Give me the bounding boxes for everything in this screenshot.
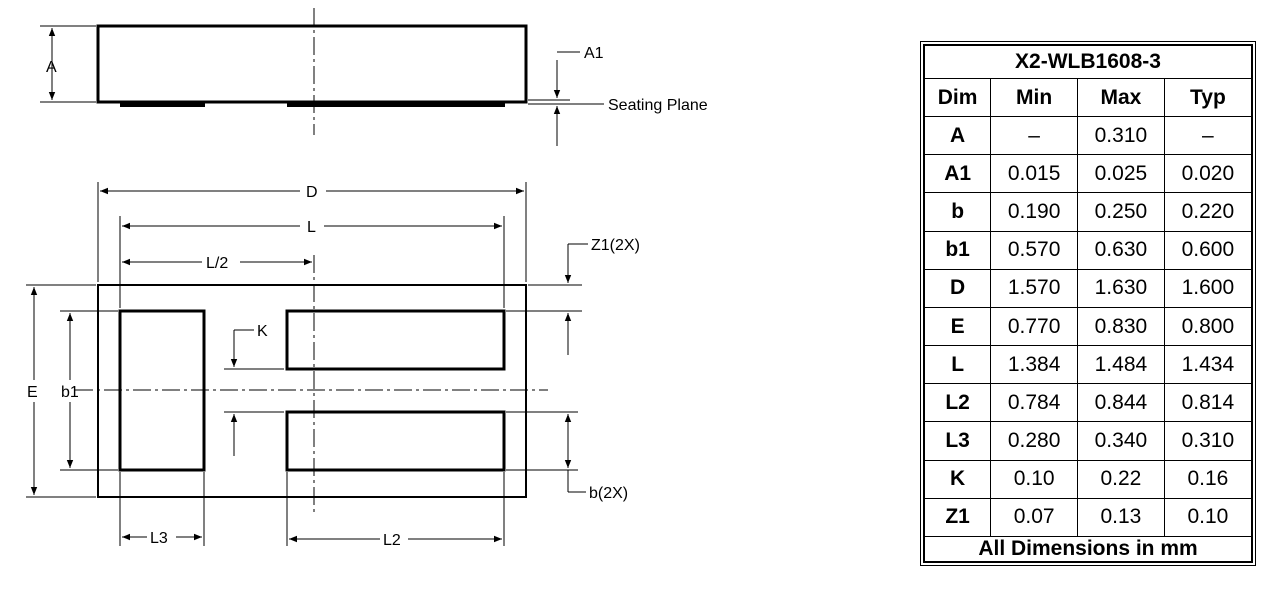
table-title: X2-WLB1608-3 [923, 44, 1253, 79]
label-A1: A1 [584, 45, 604, 62]
label-E: E [27, 384, 38, 401]
cell-typ: 0.16 [1163, 459, 1253, 499]
cell-dim: L [923, 345, 992, 385]
label-seating-plane: Seating Plane [608, 97, 708, 114]
cell-max: 0.310 [1077, 116, 1165, 156]
cell-min: 0.570 [990, 230, 1079, 270]
label-A: A [46, 59, 57, 76]
side-view-body [96, 24, 528, 104]
cell-max: 1.484 [1077, 345, 1165, 385]
cell-min: 0.190 [990, 192, 1079, 232]
cell-min: 0.015 [990, 154, 1079, 194]
label-Z1: Z1(2X) [591, 237, 640, 254]
package-drawing: A A1 Seating Plane [26, 8, 708, 549]
top-view-body [97, 284, 527, 498]
cell-dim: E [923, 306, 992, 347]
header-max: Max [1077, 77, 1165, 118]
header-dim: Dim [923, 77, 992, 118]
cell-min: – [990, 116, 1079, 156]
label-L: L [307, 219, 316, 236]
top-view [26, 182, 588, 546]
cell-dim: b1 [923, 230, 992, 270]
cell-max: 0.025 [1077, 154, 1165, 194]
cell-max: 0.22 [1077, 459, 1165, 499]
cell-typ: 0.600 [1163, 230, 1253, 270]
cell-dim: A [923, 116, 992, 156]
side-view [40, 8, 604, 146]
cell-max: 0.630 [1077, 230, 1165, 270]
cell-dim: A1 [923, 154, 992, 194]
cell-max: 0.844 [1077, 383, 1165, 423]
cell-min: 0.280 [990, 421, 1079, 461]
cell-dim: b [923, 192, 992, 232]
label-b: b(2X) [589, 485, 628, 502]
cell-typ: 0.020 [1163, 154, 1253, 194]
table-footer: All Dimensions in mm [923, 536, 1253, 563]
side-view-pad-left [120, 102, 205, 107]
cell-dim: D [923, 268, 992, 308]
cell-typ: 0.10 [1163, 497, 1253, 538]
cell-typ: 0.310 [1163, 421, 1253, 461]
cell-max: 0.830 [1077, 306, 1165, 347]
label-D: D [306, 184, 318, 201]
cell-min: 0.10 [990, 459, 1079, 499]
cell-typ: – [1163, 116, 1253, 156]
header-min: Min [990, 77, 1079, 118]
label-b1: b1 [61, 384, 79, 401]
cell-max: 1.630 [1077, 268, 1165, 308]
cell-min: 0.07 [990, 497, 1079, 538]
cell-min: 0.770 [990, 306, 1079, 347]
label-L-half: L/2 [206, 255, 228, 272]
label-L2: L2 [383, 532, 401, 549]
cell-typ: 0.814 [1163, 383, 1253, 423]
pad-top-right [285, 309, 506, 371]
header-typ: Typ [1163, 77, 1253, 118]
cell-min: 1.570 [990, 268, 1079, 308]
cell-max: 0.340 [1077, 421, 1165, 461]
cell-typ: 1.434 [1163, 345, 1253, 385]
cell-max: 0.250 [1077, 192, 1165, 232]
table-footer-row: All Dimensions in mm [923, 536, 1253, 563]
cell-dim: Z1 [923, 497, 992, 538]
cell-min: 0.784 [990, 383, 1079, 423]
table-row: A–0.310– [923, 116, 1253, 156]
cell-typ: 0.220 [1163, 192, 1253, 232]
cell-typ: 1.600 [1163, 268, 1253, 308]
cell-typ: 0.800 [1163, 306, 1253, 347]
label-K: K [257, 323, 268, 340]
cell-dim: L3 [923, 421, 992, 461]
cell-dim: K [923, 459, 992, 499]
table-header-row: Dim Min Max Typ [923, 77, 1253, 118]
cell-max: 0.13 [1077, 497, 1165, 538]
pad-bottom-right [285, 410, 506, 472]
label-L3: L3 [150, 530, 168, 547]
side-view-pad-right [287, 102, 505, 107]
cell-min: 1.384 [990, 345, 1079, 385]
table-title-row: X2-WLB1608-3 [923, 44, 1253, 79]
cell-dim: L2 [923, 383, 992, 423]
